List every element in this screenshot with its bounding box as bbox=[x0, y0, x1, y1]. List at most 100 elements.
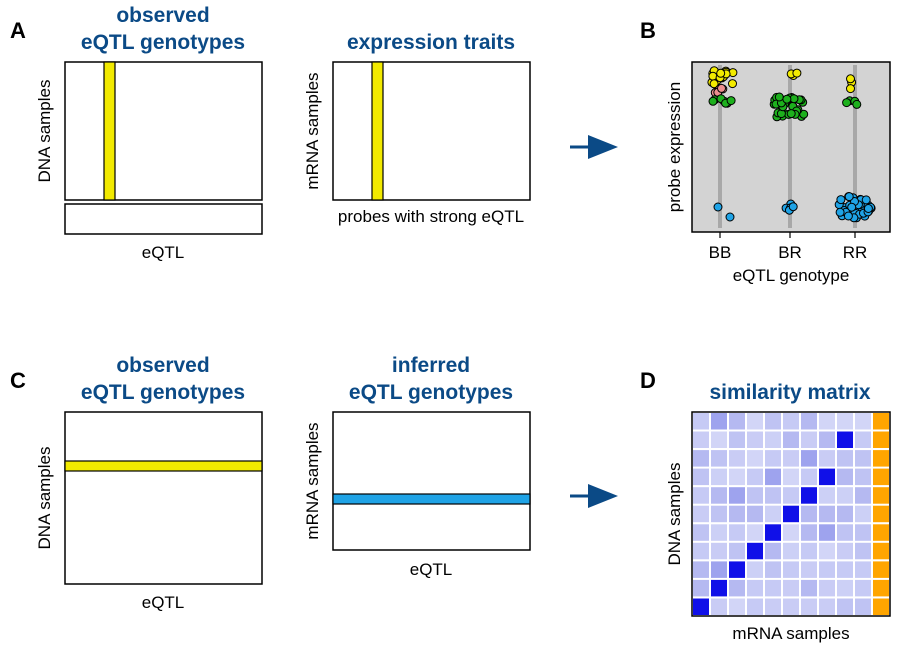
similarity-cell bbox=[855, 524, 871, 541]
panel-b-point-bb-blue bbox=[725, 212, 735, 222]
panel-b-point-rr-yellow bbox=[846, 74, 855, 84]
similarity-cell bbox=[873, 431, 889, 448]
similarity-cell bbox=[711, 487, 727, 504]
similarity-cell bbox=[765, 561, 781, 578]
panel-b-point-bb-pink bbox=[717, 83, 726, 93]
similarity-cell bbox=[747, 542, 763, 560]
similarity-cell bbox=[711, 524, 727, 541]
similarity-cell bbox=[855, 561, 871, 578]
panel-b-point-br-green bbox=[786, 109, 796, 119]
panel-a-left-title-line1: observed bbox=[116, 4, 209, 27]
similarity-cell bbox=[783, 561, 799, 578]
similarity-cell bbox=[837, 431, 853, 448]
similarity-cell bbox=[693, 579, 709, 597]
panel-c-observed-row-highlight bbox=[64, 460, 263, 472]
similarity-cell bbox=[783, 542, 799, 560]
similarity-cell bbox=[801, 505, 817, 523]
similarity-cell bbox=[693, 598, 709, 615]
similarity-cell bbox=[855, 450, 871, 467]
similarity-cell bbox=[837, 505, 853, 523]
similarity-cell bbox=[783, 468, 799, 486]
similarity-cell bbox=[801, 431, 817, 448]
panel-a-expression-matrix bbox=[332, 61, 531, 201]
panel-letter-d: D bbox=[640, 368, 656, 393]
panel-c-right-xlabel: eQTL bbox=[410, 560, 453, 579]
similarity-cell bbox=[729, 487, 745, 504]
panel-c-right-title-line2: eQTL genotypes bbox=[349, 381, 513, 404]
panel-c-inferred-matrix bbox=[332, 411, 531, 551]
similarity-cell bbox=[873, 505, 889, 523]
similarity-cell bbox=[783, 450, 799, 467]
similarity-cell bbox=[837, 542, 853, 560]
similarity-cell bbox=[747, 450, 763, 467]
panel-a-genotype-column-highlight bbox=[103, 61, 116, 201]
similarity-cell bbox=[873, 413, 889, 430]
similarity-cell bbox=[765, 505, 781, 523]
panel-b-point-rr-green bbox=[842, 98, 852, 108]
similarity-matrix-border bbox=[691, 411, 891, 617]
similarity-cell bbox=[873, 468, 889, 486]
panel-a-left-xlabel: eQTL bbox=[142, 243, 185, 262]
panel-a-right-title: expression traits bbox=[347, 31, 515, 54]
similarity-cell bbox=[801, 487, 817, 504]
similarity-cell bbox=[747, 579, 763, 597]
similarity-cell bbox=[783, 487, 799, 504]
panel-b-category-bb: BB bbox=[709, 243, 732, 262]
similarity-cell bbox=[765, 450, 781, 467]
similarity-cell bbox=[729, 561, 745, 578]
panel-letter-c: C bbox=[10, 368, 26, 393]
similarity-cell bbox=[819, 431, 835, 448]
panel-b-point-rr-blue bbox=[847, 202, 857, 212]
similarity-cell bbox=[747, 413, 763, 430]
panel-b-point-rr-blue bbox=[844, 192, 854, 202]
similarity-cell bbox=[729, 431, 745, 448]
similarity-cell bbox=[693, 505, 709, 523]
panel-d-title: similarity matrix bbox=[709, 381, 870, 404]
similarity-cell bbox=[693, 561, 709, 578]
panel-b-point-rr-green bbox=[852, 99, 862, 109]
similarity-cell bbox=[729, 450, 745, 467]
similarity-cell bbox=[693, 413, 709, 430]
panel-a-left-ylabel: DNA samples bbox=[35, 80, 54, 183]
panel-b-category-br: BR bbox=[778, 243, 802, 262]
similarity-cell bbox=[711, 431, 727, 448]
similarity-cell bbox=[747, 561, 763, 578]
similarity-cell bbox=[747, 487, 763, 504]
similarity-cell bbox=[711, 468, 727, 486]
similarity-cell bbox=[819, 561, 835, 578]
panel-b-xlabel: eQTL genotype bbox=[733, 266, 850, 285]
panel-b-point-rr-yellow bbox=[846, 84, 855, 94]
similarity-cell bbox=[855, 542, 871, 560]
panel-c-right-ylabel: mRNA samples bbox=[303, 422, 322, 539]
similarity-cell bbox=[855, 468, 871, 486]
panel-a-right-ylabel: mRNA samples bbox=[303, 72, 322, 189]
similarity-cell bbox=[783, 524, 799, 541]
panel-a-genotype-matrix bbox=[64, 61, 263, 201]
similarity-cell bbox=[855, 598, 871, 615]
similarity-cell bbox=[747, 505, 763, 523]
similarity-cell bbox=[693, 487, 709, 504]
similarity-cell bbox=[765, 542, 781, 560]
panel-a-right-xlabel: probes with strong eQTL bbox=[338, 207, 524, 226]
similarity-cell bbox=[837, 468, 853, 486]
similarity-cell bbox=[693, 524, 709, 541]
similarity-cell bbox=[765, 598, 781, 615]
similarity-cell bbox=[747, 431, 763, 448]
similarity-cell bbox=[837, 524, 853, 541]
panel-b-point-bb-yellow bbox=[716, 68, 726, 78]
similarity-cell bbox=[801, 468, 817, 486]
similarity-cell bbox=[819, 542, 835, 560]
similarity-cell bbox=[837, 450, 853, 467]
panel-a-eqtl-bar bbox=[64, 203, 263, 235]
similarity-cell bbox=[819, 598, 835, 615]
similarity-cell bbox=[837, 598, 853, 615]
similarity-cell bbox=[837, 487, 853, 504]
similarity-cell bbox=[729, 413, 745, 430]
panel-c-left-xlabel: eQTL bbox=[142, 593, 185, 612]
similarity-cell bbox=[837, 561, 853, 578]
panel-c-left-title-line2: eQTL genotypes bbox=[81, 381, 245, 404]
similarity-cell bbox=[747, 468, 763, 486]
similarity-cell bbox=[873, 450, 889, 467]
panel-b-point-bb-green bbox=[708, 96, 718, 106]
